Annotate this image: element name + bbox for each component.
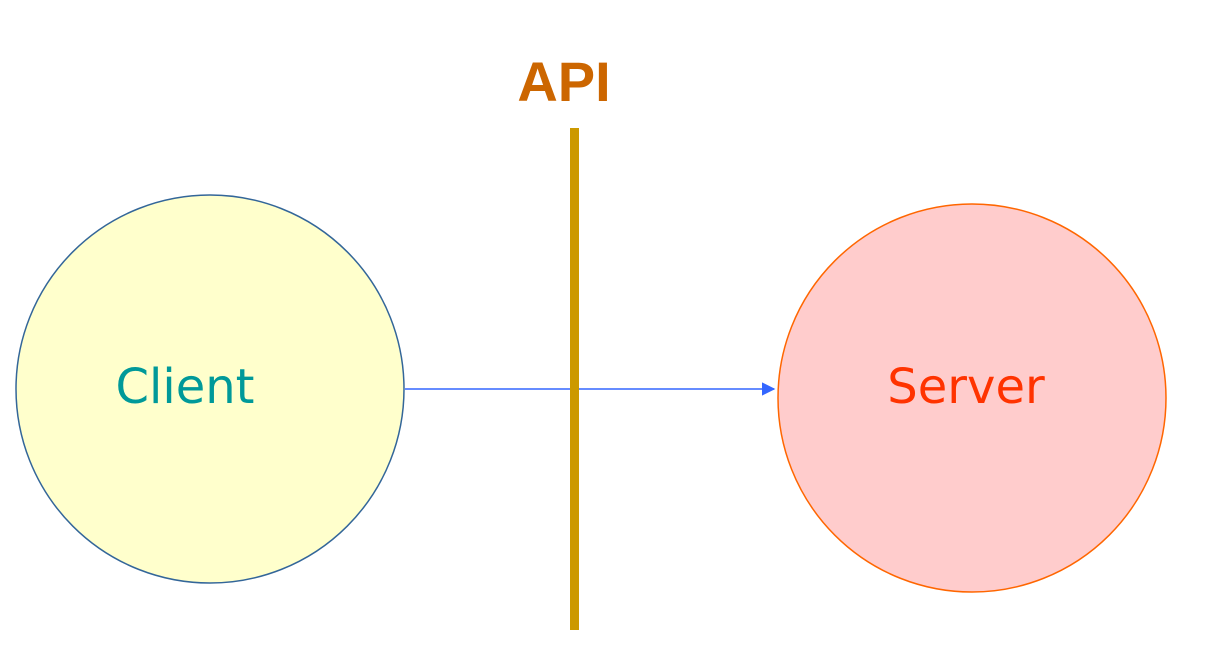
server-circle [777, 203, 1167, 593]
api-boundary-line [570, 128, 579, 630]
client-circle [15, 194, 405, 584]
client-label: Client [116, 359, 255, 415]
server-label: Server [887, 359, 1045, 415]
api-label: API [517, 50, 610, 113]
server-node: Server [777, 203, 1167, 593]
client-node: Client [15, 194, 405, 584]
